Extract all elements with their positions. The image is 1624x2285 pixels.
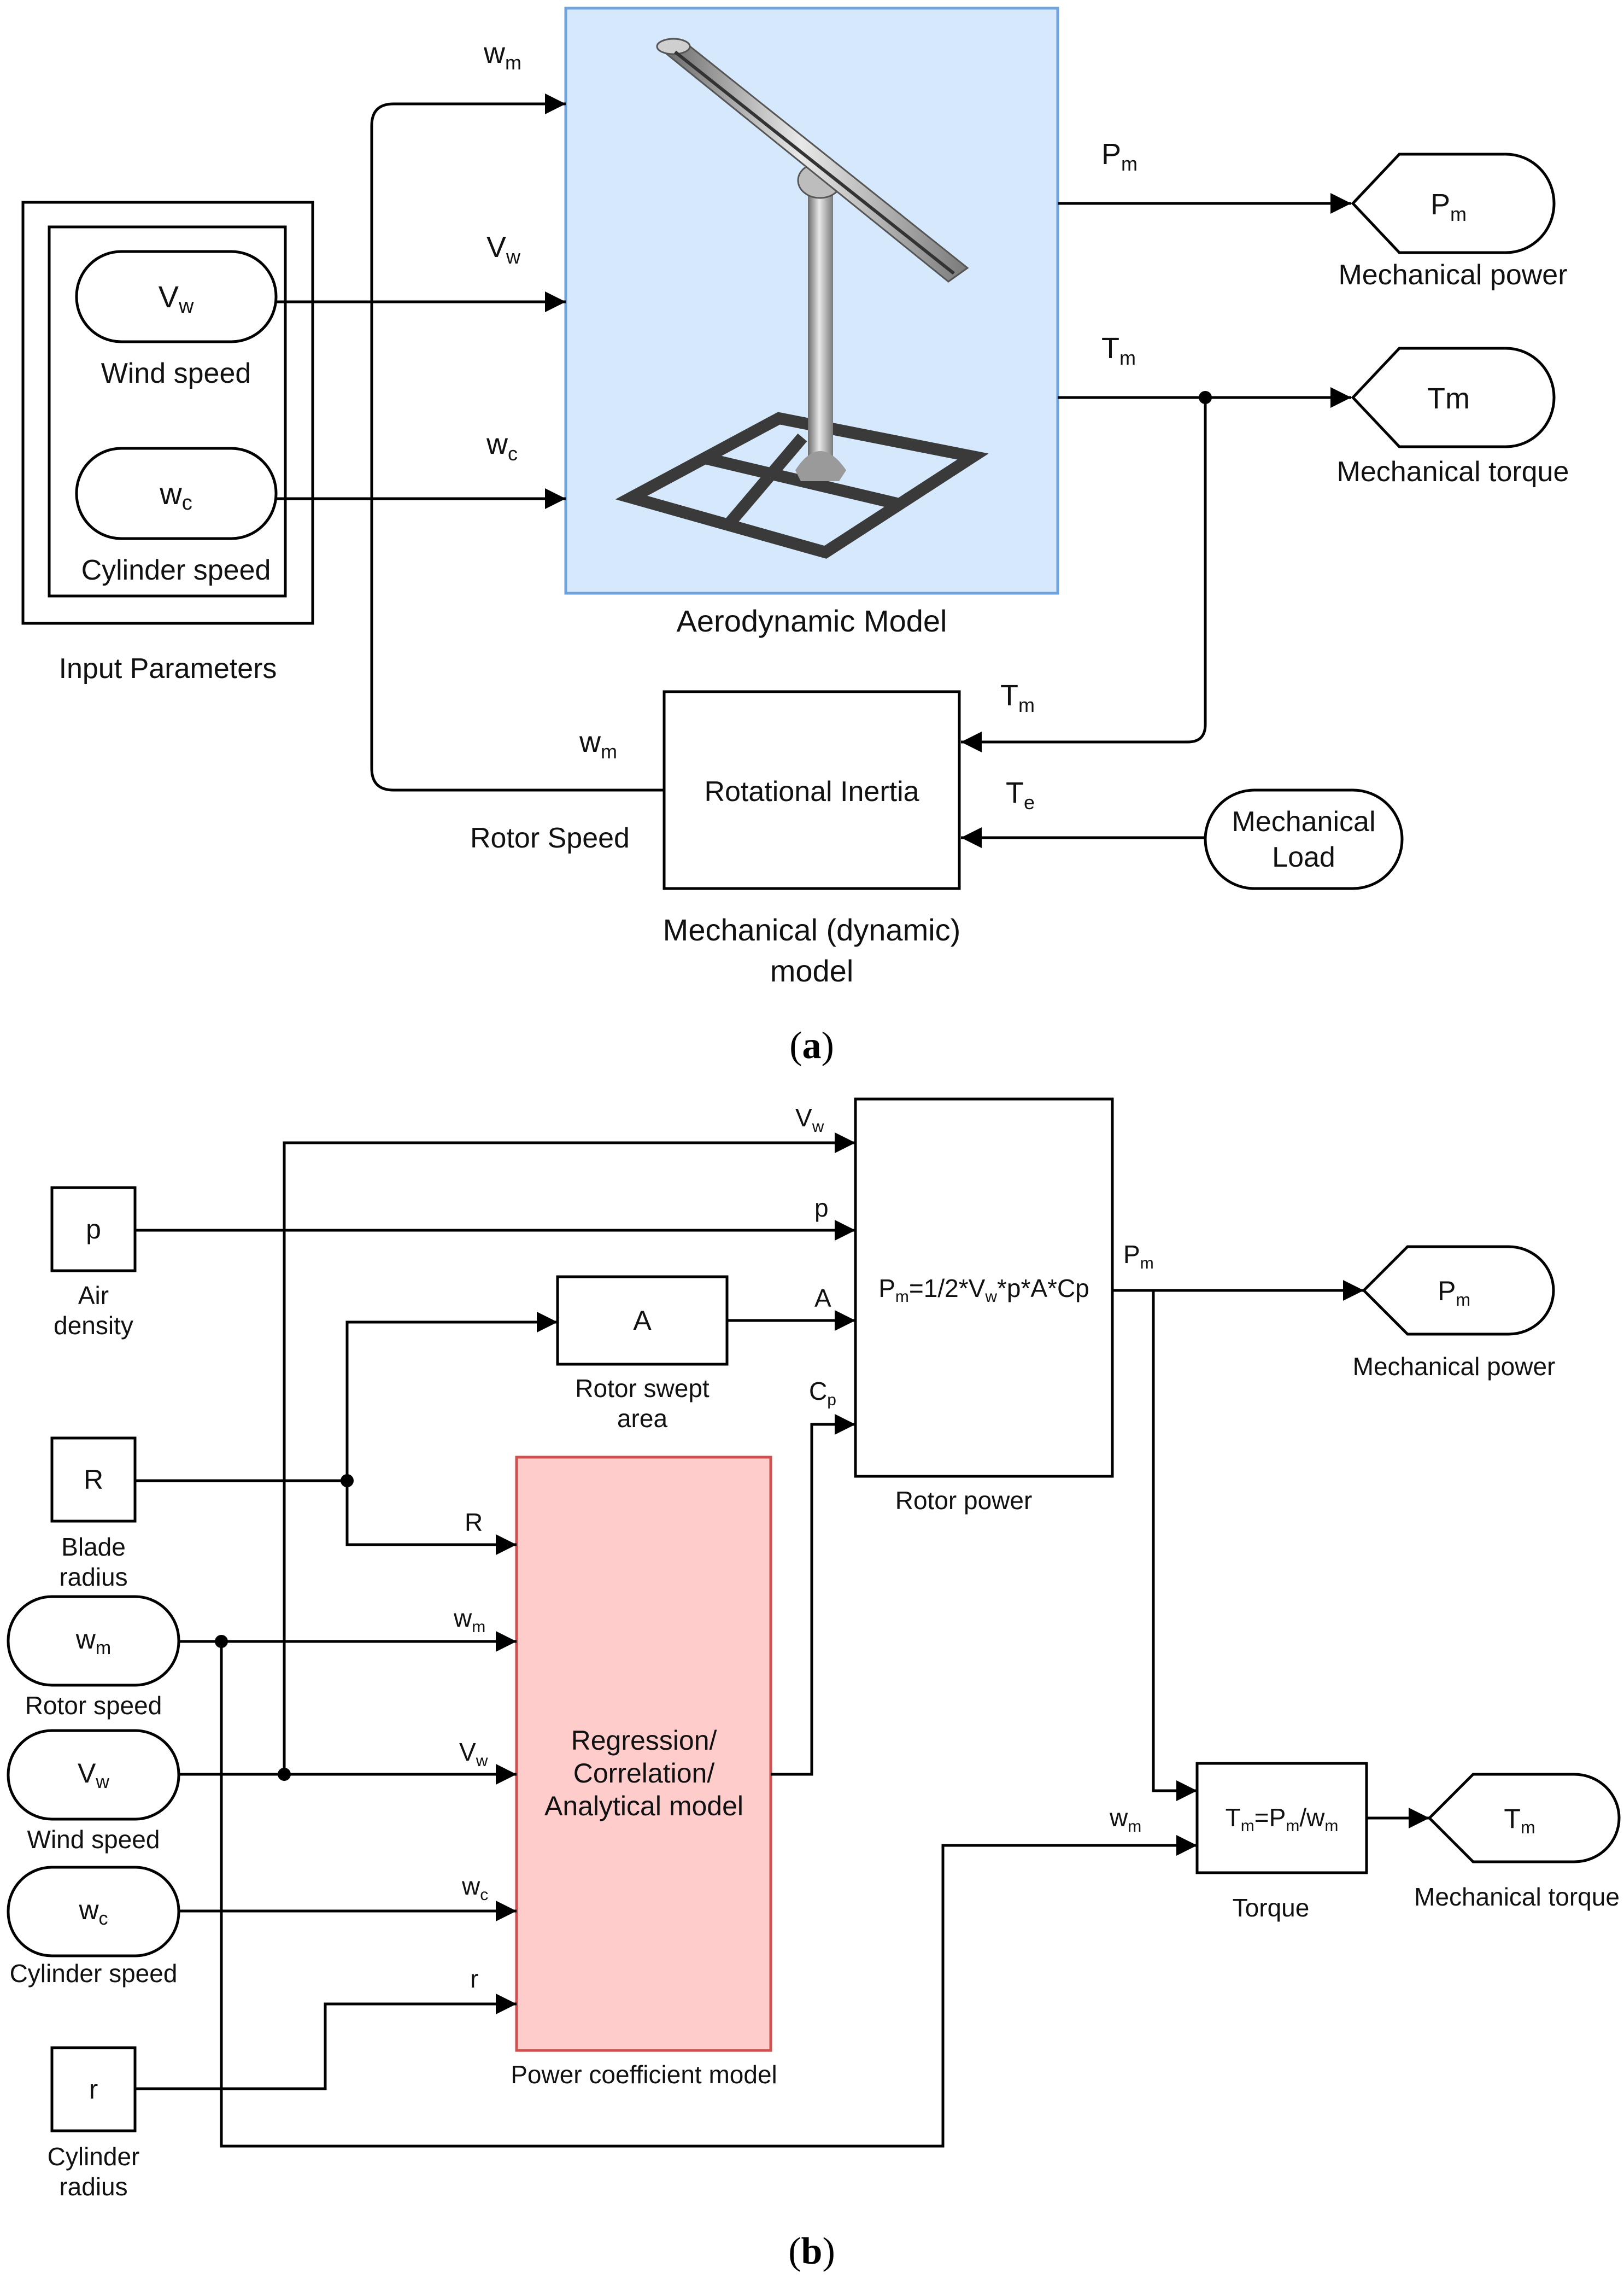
signal-tm-feedback: Tm [1000, 679, 1035, 716]
signal-wc-b: wc [461, 1872, 488, 1904]
wire-r-to-cp [345, 1481, 517, 1555]
wind-speed-label-b: Wind speed [27, 1825, 160, 1854]
turbine-illustration [615, 38, 989, 559]
cylinder-speed-terminal [75, 447, 278, 540]
signal-vw2-b: Vw [459, 1738, 488, 1770]
output-torque-label: Mechanical torque [1337, 456, 1569, 488]
rotor-speed-label: Rotor speed [25, 1691, 162, 1720]
rotor-power-equation: Pm=1/2*Vw*p*A*Cp [878, 1274, 1089, 1306]
torque-equation: Tm=Pm/wm [1226, 1803, 1339, 1835]
cylinder-radius-symbol: r [89, 2074, 98, 2105]
swept-area-label-1: Rotor swept [575, 1374, 710, 1402]
cylinder-radius-label-2: radius [59, 2172, 127, 2201]
cylinder-radius-label-1: Cylinder [48, 2142, 140, 2171]
blade-radius-symbol: R [84, 1464, 103, 1495]
caption-a: (a) [789, 1025, 834, 1067]
signal-cp-b: Cp [809, 1377, 836, 1409]
signal-a-b: A [814, 1284, 831, 1312]
panel-b: p Air density R Blade radius wm Rotor sp… [7, 1097, 1621, 2272]
mechanical-model-caption-2: model [770, 954, 854, 988]
junction-vw [278, 1768, 291, 1781]
torque-label: Torque [1233, 1894, 1310, 1922]
wind-speed-terminal [75, 250, 278, 343]
wire-tm-feedback [961, 398, 1207, 752]
mechanical-load-terminal [1204, 788, 1404, 890]
wire-pm-to-torque [1152, 1290, 1197, 1801]
swept-area-label-2: area [617, 1404, 667, 1433]
aerodynamic-model-title: Aerodynamic Model [677, 604, 947, 638]
wire-cp-to-rotor-power [771, 1414, 855, 1776]
mechanical-model-caption-1: Mechanical (dynamic) [663, 913, 961, 947]
power-coefficient-text-1: Regression/ [571, 1725, 717, 1756]
output-power-label: Mechanical power [1338, 259, 1567, 291]
rotor-power-block [854, 1097, 1114, 1478]
signal-p-b: p [814, 1194, 829, 1222]
signal-vw-b: Vw [795, 1103, 824, 1136]
output-power-terminal-b [1362, 1245, 1555, 1336]
blade-radius-label-2: radius [59, 1563, 127, 1591]
air-density-label-2: density [54, 1311, 133, 1340]
input-group-inner [48, 225, 287, 598]
output-torque-terminal [1351, 347, 1556, 448]
signal-wm-torque-b: wm [1109, 1803, 1141, 1836]
caption-b: (b) [788, 2230, 835, 2272]
wire-r-to-swept-area [345, 1312, 558, 1481]
blade-radius-label-1: Blade [61, 1533, 126, 1561]
air-density-label-1: Air [78, 1281, 109, 1310]
signal-te-in: Te [1006, 776, 1035, 814]
swept-area-symbol: A [633, 1305, 652, 1336]
output-power-terminal [1351, 153, 1556, 254]
cylinder-radius-block [50, 2046, 137, 2132]
power-coefficient-block [515, 1456, 772, 2052]
signal-rsmall-b: r [470, 1965, 478, 1993]
signal-wc-in: wc [486, 428, 518, 465]
signal-tm-out: Tm [1101, 332, 1136, 369]
wire-wm-to-torque [220, 1641, 1197, 2148]
output-torque-symbol-b: Tm [1504, 1803, 1535, 1837]
power-coefficient-label: Power coefficient model [511, 2060, 777, 2089]
wire-wm-feedback [370, 93, 664, 792]
cylinder-speed-symbol-b: wc [78, 1895, 108, 1929]
swept-area-block [556, 1275, 729, 1366]
output-power-symbol: Pm [1430, 188, 1467, 225]
signal-pm-b: Pm [1123, 1240, 1154, 1272]
cylinder-speed-symbol: wc [159, 476, 192, 515]
rotational-inertia-text: Rotational Inertia [704, 776, 919, 808]
signal-wm-feedback: wm [579, 726, 617, 763]
output-torque-terminal-b [1427, 1773, 1621, 1863]
wind-speed-label: Wind speed [101, 358, 251, 389]
input-group-outer [21, 201, 314, 625]
mechanical-load-line2: Load [1272, 841, 1335, 873]
cylinder-speed-label-b: Cylinder speed [10, 1959, 178, 1988]
signal-r-big-b: R [465, 1508, 483, 1536]
output-torque-symbol: Tm [1427, 382, 1470, 415]
input-parameters-title: Input Parameters [59, 653, 277, 685]
signal-rotor-speed-label: Rotor Speed [470, 822, 630, 854]
torque-block [1195, 1762, 1368, 1874]
signal-vw-in: Vw [486, 231, 521, 268]
cylinder-speed-label: Cylinder speed [81, 554, 271, 586]
wire-rsmall-to-cp [135, 1994, 517, 2090]
signal-wm-in: wm [483, 37, 521, 74]
rotational-inertia-block [663, 690, 961, 890]
rotor-speed-symbol: wm [75, 1624, 111, 1658]
output-torque-label-b: Mechanical torque [1414, 1883, 1620, 1911]
output-power-symbol-b: Pm [1438, 1276, 1470, 1310]
wind-speed-symbol-b: Vw [78, 1758, 109, 1792]
wind-speed-symbol: Vw [159, 279, 194, 318]
output-power-label-b: Mechanical power [1353, 1352, 1556, 1381]
mechanical-load-line1: Mechanical [1232, 806, 1375, 838]
signal-wm-b: wm [453, 1604, 485, 1636]
power-coefficient-text-2: Correlation/ [573, 1758, 715, 1789]
rotor-power-label: Rotor power [895, 1486, 1033, 1515]
panel-a: Vw Wind speed wc Cylinder speed Input Pa… [21, 7, 1569, 1067]
signal-pm-out: Pm [1101, 138, 1138, 175]
power-coefficient-text-3: Analytical model [544, 1791, 743, 1821]
air-density-symbol: p [86, 1214, 101, 1244]
